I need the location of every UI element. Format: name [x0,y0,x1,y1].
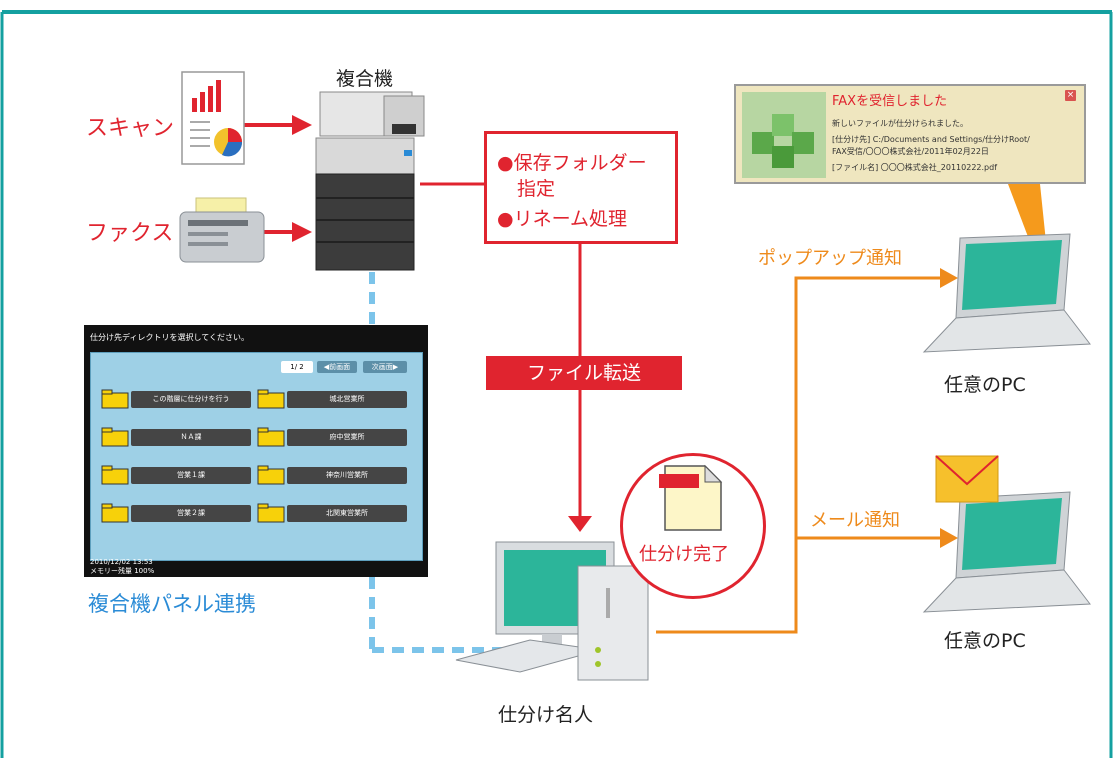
folder-icon [101,465,129,485]
folder-button-kanagawa[interactable]: 神奈川営業所 [287,467,407,484]
panel-caption: 複合機パネル連携 [88,592,256,616]
folder-button-kitakanto[interactable]: 北関東営業所 [287,505,407,522]
folder-button-sales2[interactable]: 営業２課 [131,505,251,522]
folder-button-na[interactable]: ＮＡ課 [131,429,251,446]
fax-arrow-head [292,222,312,242]
mail-notify-label: メール通知 [810,510,900,531]
scan-label: スキャン [86,116,175,141]
laptop-top-icon [922,233,1091,353]
popup-filename: [ファイル名] 〇〇〇株式会社_20110222.pdf [832,163,998,172]
fax-popup-notification: FAXを受信しました × 新しいファイルが仕分けられました。 [仕分け先] C:… [734,84,1086,184]
panel-status: 2010/12/02 13:53 メモリー残量 100% [90,558,154,576]
sorter-logo-icon [742,92,826,178]
fax-machine-icon [179,197,265,263]
prev-page-button[interactable]: ◀前画面 [317,361,357,373]
sort-complete-label: 仕分け完了 [639,544,729,565]
folder-icon [257,503,285,523]
mfp-label: 複合機 [336,68,394,90]
folder-icon [101,427,129,447]
envelope-icon [935,455,999,503]
processing-item-rename: ●リネーム処理 [497,208,628,230]
scan-arrow-head [292,115,312,135]
pc-bottom-label: 任意のPC [944,630,1026,652]
mfp-touch-panel: 仕分け先ディレクトリを選択してください。 1/ 2 ◀前画面 次画面▶ この階層… [84,325,428,577]
panel-body: 1/ 2 ◀前画面 次画面▶ この階層に仕分けを行う 城北営業所 ＮＡ課 府中営… [90,352,423,561]
popup-destination-path: FAX受信/〇〇〇株式会社/2011年02月22日 [832,147,989,156]
folder-icon [101,389,129,409]
page-indicator: 1/ 2 [281,361,313,373]
file-icon [659,464,723,531]
panel-memory: メモリー残量 100% [90,567,155,575]
folder-icon [257,427,285,447]
pc-top-label: 任意のPC [944,374,1026,396]
popup-message: 新しいファイルが仕分けられました。 [832,119,968,128]
folder-icon [101,503,129,523]
laptop-bottom-icon [922,491,1091,613]
sorter-label: 仕分け名人 [498,704,594,726]
folder-icon [257,389,285,409]
panel-instruction: 仕分け先ディレクトリを選択してください。 [90,333,249,342]
popup-notify-label: ポップアップ通知 [758,248,902,269]
processing-item-folder-cont: 指定 [517,178,556,200]
folder-button-current[interactable]: この階層に仕分けを行う [131,391,251,408]
file-transfer-label: ファイル転送 [486,356,682,390]
mail-notify-head [940,528,958,548]
mfp-icon [315,91,425,271]
popup-notify-line [656,276,940,634]
panel-datetime: 2010/12/02 13:53 [90,558,153,566]
popup-destination: [仕分け先] C:/Documents and Settings/仕分けRoot… [832,135,1030,144]
transfer-arrow-head [568,516,592,532]
folder-button-sales1[interactable]: 営業１課 [131,467,251,484]
next-page-button[interactable]: 次画面▶ [363,361,407,373]
processing-box: ●保存フォルダー 指定 ●リネーム処理 [484,131,678,244]
folder-button-johoku[interactable]: 城北営業所 [287,391,407,408]
sorter-pc-icon [455,541,649,681]
close-icon[interactable]: × [1065,90,1076,101]
popup-notify-head [940,268,958,288]
document-icon [181,71,245,165]
folder-button-fuchu[interactable]: 府中営業所 [287,429,407,446]
folder-icon [257,465,285,485]
sort-complete-callout: 仕分け完了 [620,453,766,599]
popup-title: FAXを受信しました [832,94,948,109]
processing-item-folder: ●保存フォルダー [497,152,647,174]
fax-label: ファクス [86,221,174,246]
